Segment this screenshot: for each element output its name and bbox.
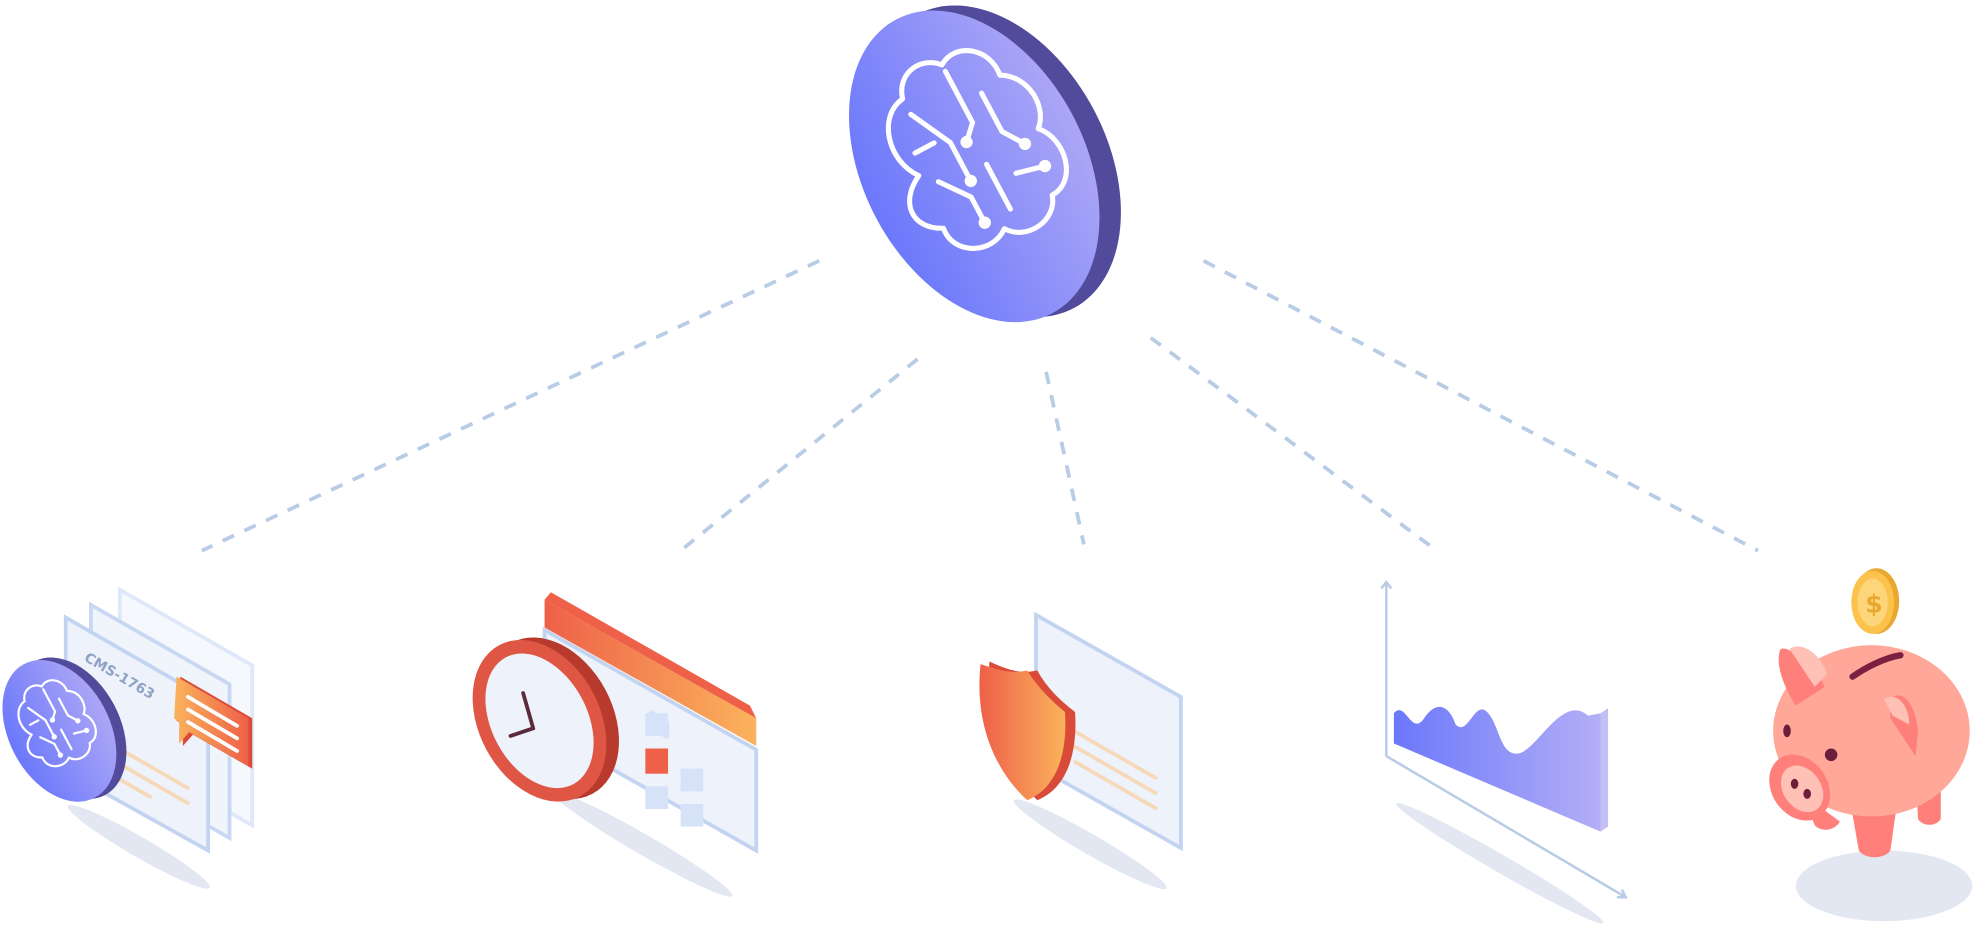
shadow <box>1013 799 1167 890</box>
area-chart-group <box>1380 580 1628 924</box>
small-brain-disc <box>1 657 127 802</box>
connector-line-chart <box>1149 336 1438 553</box>
calendar-group <box>472 592 759 897</box>
clock-icon <box>472 637 619 802</box>
savings-group: $ <box>1769 568 1973 922</box>
shadow <box>1795 850 1973 922</box>
piggy-bank-icon <box>1769 645 1970 858</box>
documents-group: CMS-1763 <box>1 586 255 889</box>
connector-line-savings <box>1202 259 1759 553</box>
connector-line-shield <box>1044 371 1086 545</box>
central-brain-disc <box>849 5 1121 323</box>
chart-axes <box>1380 580 1628 899</box>
connector-line-documents <box>200 259 821 553</box>
shadow <box>67 804 210 889</box>
connector-lines <box>200 259 1759 553</box>
shadow <box>1395 802 1604 924</box>
shield-icon <box>979 661 1076 801</box>
connector-line-calendar <box>679 357 919 553</box>
area-chart-icon <box>1393 706 1601 832</box>
chat-bubble-icon <box>174 676 253 769</box>
dollar-coin-icon: $ <box>1851 568 1900 634</box>
shadow <box>553 791 733 897</box>
svg-text:$: $ <box>1865 589 1883 618</box>
security-group <box>979 611 1183 890</box>
